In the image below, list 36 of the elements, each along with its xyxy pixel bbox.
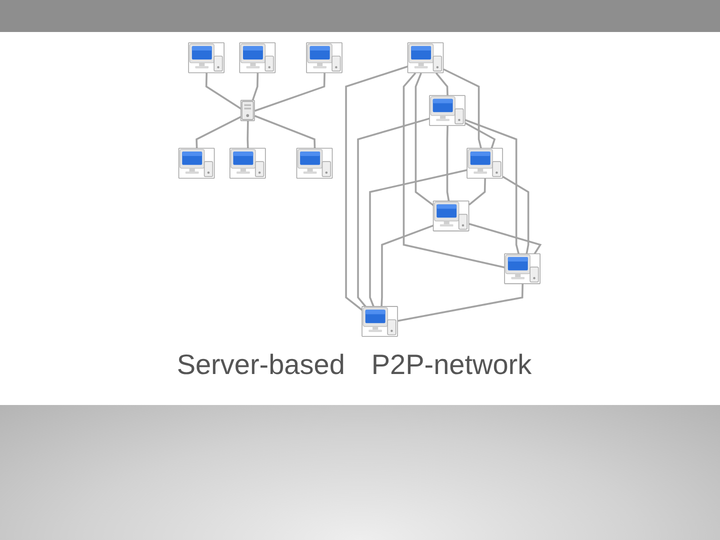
computer-icon [230,148,266,179]
connection-line [403,72,506,268]
connection-line [444,68,482,149]
connection-line [415,72,435,206]
connection-line [465,122,496,149]
connection-line [398,284,524,322]
computer-icon [306,42,343,74]
connection-line [469,223,542,254]
connection-line [465,119,520,254]
connection-line [247,120,250,149]
connection-line [370,169,468,308]
connection-line [446,126,450,202]
connection-line [468,178,486,206]
connection-line [436,72,449,96]
computer-icon [467,148,504,179]
computer-icon [296,148,334,179]
diagram-label: P2P-network [371,348,532,382]
connection-line [346,66,409,311]
connection-line [254,115,316,149]
connection-line [254,73,326,112]
computer-icon [408,42,444,74]
computer-icon [240,42,276,74]
connection-line [196,116,242,149]
connection-line [358,118,431,308]
connection-line [381,224,434,307]
connection-line [206,73,242,110]
diagram-label: Server-based [176,348,345,382]
computer-icon [430,95,466,126]
connection-line [252,73,260,101]
computer-icon [433,200,470,232]
computer-icon [504,253,541,284]
connection-line [502,176,530,254]
computer-icon [178,148,216,179]
computer-icon [188,42,225,74]
computer-icon [362,306,398,337]
server-icon [240,100,256,122]
